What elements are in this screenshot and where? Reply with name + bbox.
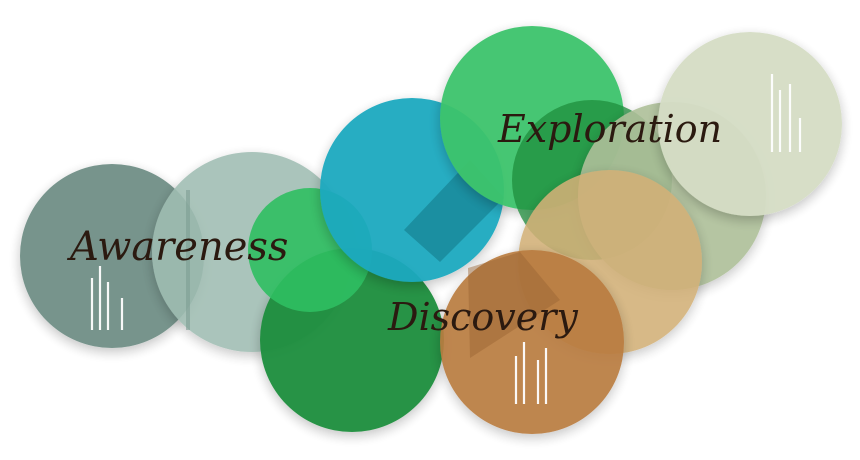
bar-cluster-icon [514,342,548,404]
copper-diagonal-shade [468,252,560,358]
awareness-label: Awareness [66,224,288,270]
discovery-label: Discovery [387,295,578,339]
awareness-overlap-band [186,190,190,330]
sage-light-circle [658,32,842,216]
bar-cluster-icon [90,266,124,330]
awareness-circle-dark [20,164,204,348]
copper-circle [440,250,624,434]
bar-cluster-icon [770,74,802,152]
exploration-label: Exploration [497,107,722,151]
